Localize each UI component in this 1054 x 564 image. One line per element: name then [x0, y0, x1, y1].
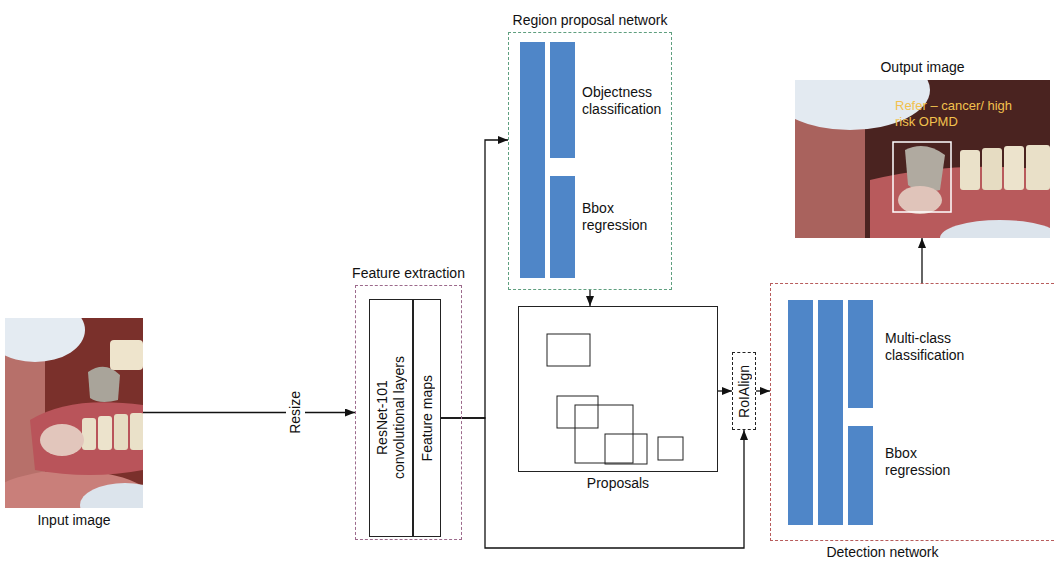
rpn-layers — [520, 42, 575, 278]
group-heading: Feature extraction — [352, 265, 465, 282]
feature-extraction-group: Feature extractionResNet-101 convolution… — [355, 285, 462, 540]
flow-arrow — [921, 238, 922, 283]
input-photo — [5, 318, 143, 508]
group-heading: Region proposal network — [513, 12, 668, 29]
flow-arrow — [718, 390, 732, 391]
output-photo — [795, 80, 1050, 238]
vertical-label: ResNet-101 convolutional layers — [374, 343, 408, 493]
vertical-label: RoIAlign — [736, 365, 753, 418]
detection-layers — [788, 300, 873, 525]
flow-arrow — [441, 418, 744, 548]
vertical-label: Feature maps — [419, 375, 436, 461]
output-image: Output imageRefer – cancer/ high risk OP… — [795, 80, 1050, 238]
overlay-label: Refer – cancer/ high risk OPMD — [895, 98, 1017, 130]
roialign-box: RoIAlign — [732, 352, 756, 430]
caption-label: Detection network — [826, 544, 938, 561]
input-image: Input image — [5, 318, 143, 508]
feature-maps-box: Feature maps — [413, 299, 441, 537]
layer-label: Bbox regression — [582, 200, 662, 234]
proposals-box: Proposals — [518, 306, 718, 472]
rpn-group: Region proposal network — [508, 32, 672, 290]
detection-group: Detection network — [770, 283, 1054, 541]
layer-label: Multi-class classification — [885, 330, 985, 364]
proposal-boxes — [547, 334, 683, 464]
resnet-box: ResNet-101 convolutional layers — [369, 299, 413, 537]
edge-label: Resize — [286, 388, 305, 437]
layer-label: Objectness classification — [582, 84, 668, 118]
group-heading: Output image — [880, 59, 964, 76]
layer-label: Bbox regression — [885, 445, 985, 479]
caption-label: Input image — [37, 512, 110, 529]
caption-label: Proposals — [587, 475, 649, 492]
flow-arrow — [143, 412, 355, 413]
flow-arrow — [589, 290, 590, 306]
flow-arrow — [756, 390, 770, 391]
